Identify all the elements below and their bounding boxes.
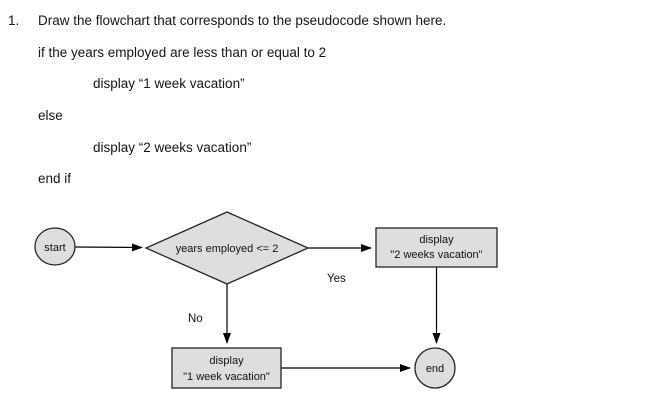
- problem-number: 1.: [8, 13, 20, 28]
- start-terminal-shape: [34, 227, 76, 266]
- process-display-1-week-line2: "1 week vacation": [183, 371, 270, 383]
- problem-title: Draw the flowchart that corresponds to t…: [38, 13, 447, 28]
- edge-start-to-decision: [74, 243, 143, 252]
- pseudocode-line-display-1-week: display “1 week vacation”: [93, 76, 245, 91]
- process-display-2-weeks-line1: display: [419, 234, 454, 246]
- process-display-2-weeks-shape: [375, 227, 498, 268]
- pseudocode-line-if: if the years employed are less than or e…: [38, 45, 327, 60]
- yes-edge-label: Yes: [327, 273, 346, 285]
- decision-label: years employed <= 2: [176, 243, 279, 255]
- problem-title-line: 1. Draw the flowchart that corresponds to…: [8, 12, 446, 29]
- process-display-1-week-shape: [171, 347, 282, 389]
- process-display-1-week-line1: display: [209, 355, 244, 367]
- process-display-2-weeks-line2: "2 weeks vacation": [390, 249, 482, 261]
- no-edge-label: No: [188, 313, 203, 325]
- pseudocode-line-display-2-weeks: display “2 weeks vacation”: [93, 140, 252, 155]
- decision-diamond-shape: [144, 211, 310, 285]
- end-terminal-label: end: [426, 363, 444, 375]
- end-terminal-shape: [414, 347, 456, 389]
- pseudocode-line-else: else: [38, 108, 63, 123]
- pseudocode-line-end-if: end if: [38, 171, 72, 186]
- start-terminal-label: start: [44, 242, 65, 254]
